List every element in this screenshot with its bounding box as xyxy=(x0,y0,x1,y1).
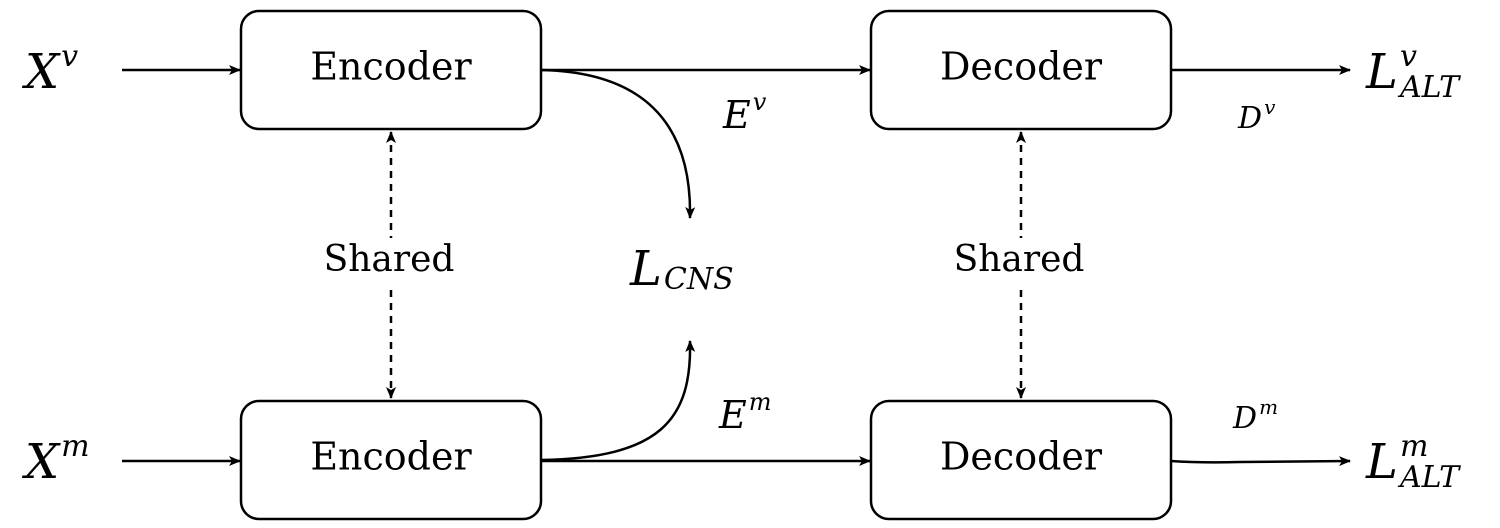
ev-label: Ev xyxy=(722,88,767,137)
decoder-bottom-block: Decoder xyxy=(869,399,1173,521)
em-label: Em xyxy=(718,388,772,437)
decoder-top-label: Decoder xyxy=(940,45,1103,89)
shared-decoder-label: Shared xyxy=(954,239,1085,280)
loss-alt-top-label: L v ALT xyxy=(1365,22,1461,105)
encoder-bottom-block: Encoder xyxy=(239,399,543,521)
arrow-decoder-to-loss-bottom xyxy=(1170,456,1351,467)
arrow-ev-to-lcns xyxy=(540,68,696,219)
input-xm-label: Xm xyxy=(21,429,90,490)
arrow-em-to-lcns xyxy=(540,340,696,462)
loss-cns-label: LCNS xyxy=(629,241,734,297)
decoder-top-block: Decoder xyxy=(869,9,1173,131)
encoder-bottom-label: Encoder xyxy=(310,435,472,479)
shared-encoder-label: Shared xyxy=(324,239,455,280)
encoder-top-block: Encoder xyxy=(239,9,543,131)
loss-alt-bottom-label: L m ALT xyxy=(1365,412,1461,495)
encoder-top-label: Encoder xyxy=(310,45,472,89)
input-xv-label: Xv xyxy=(21,39,78,100)
decoder-bottom-label: Decoder xyxy=(940,435,1103,479)
